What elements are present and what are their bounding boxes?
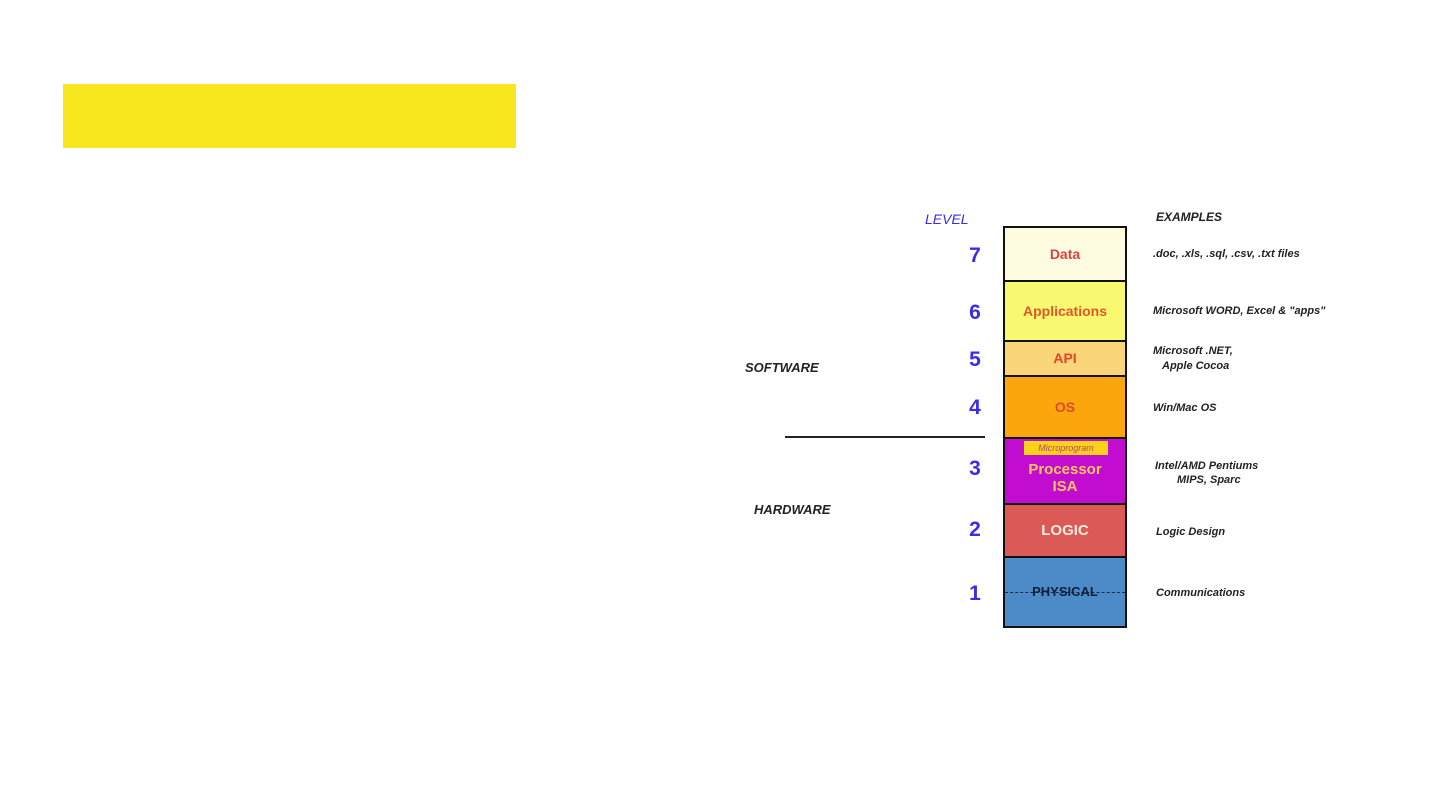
example-os: Win/Mac OS xyxy=(1153,402,1217,414)
example-physical: Communications xyxy=(1156,587,1246,599)
level-number-1: 1 xyxy=(969,582,981,605)
level-number-5: 5 xyxy=(969,348,981,371)
microprogram-label: Microprogram xyxy=(1024,441,1108,455)
software-hardware-divider xyxy=(785,436,985,438)
title-placeholder-bar xyxy=(63,84,516,148)
layer-label: Data xyxy=(1049,245,1081,262)
examples-header: EXAMPLES xyxy=(1156,210,1223,224)
layer-label: PHYSICAL xyxy=(1032,583,1098,599)
example-data: .doc, .xls, .sql, .csv, .txt files xyxy=(1153,248,1300,260)
example-api: Microsoft .NET, xyxy=(1153,345,1233,357)
layer-data: Data xyxy=(1003,226,1127,282)
example-processor-line2: MIPS, Sparc xyxy=(1177,474,1241,486)
layer-processor-isa: Microprogram Processor ISA xyxy=(1003,437,1127,505)
layer-label: Applications xyxy=(1022,302,1107,319)
layer-os: OS xyxy=(1003,375,1127,439)
level-number-3: 3 xyxy=(969,457,981,480)
dashed-line xyxy=(1005,592,1125,593)
layer-label-line2: ISA xyxy=(1052,478,1078,495)
layer-api: API xyxy=(1003,340,1127,377)
layer-physical: PHYSICAL xyxy=(1003,556,1127,628)
level-number-4: 4 xyxy=(969,396,981,419)
layer-logic: LOGIC xyxy=(1003,503,1127,558)
level-header: LEVEL xyxy=(925,211,969,227)
level-number-6: 6 xyxy=(969,301,981,324)
example-logic: Logic Design xyxy=(1156,526,1226,538)
layer-label: Processor xyxy=(1028,460,1102,478)
software-label: SOFTWARE xyxy=(745,360,819,375)
example-processor: Intel/AMD Pentiums xyxy=(1155,460,1259,472)
layer-label: OS xyxy=(1054,398,1076,415)
layer-label: API xyxy=(1053,350,1077,367)
example-applications: Microsoft WORD, Excel & "apps" xyxy=(1153,305,1326,317)
layer-label: LOGIC xyxy=(1041,521,1089,539)
hardware-label: HARDWARE xyxy=(754,502,831,517)
layer-applications: Applications xyxy=(1003,280,1127,342)
example-api-line2: Apple Cocoa xyxy=(1162,360,1230,372)
level-number-2: 2 xyxy=(969,518,981,541)
level-number-7: 7 xyxy=(969,244,981,267)
